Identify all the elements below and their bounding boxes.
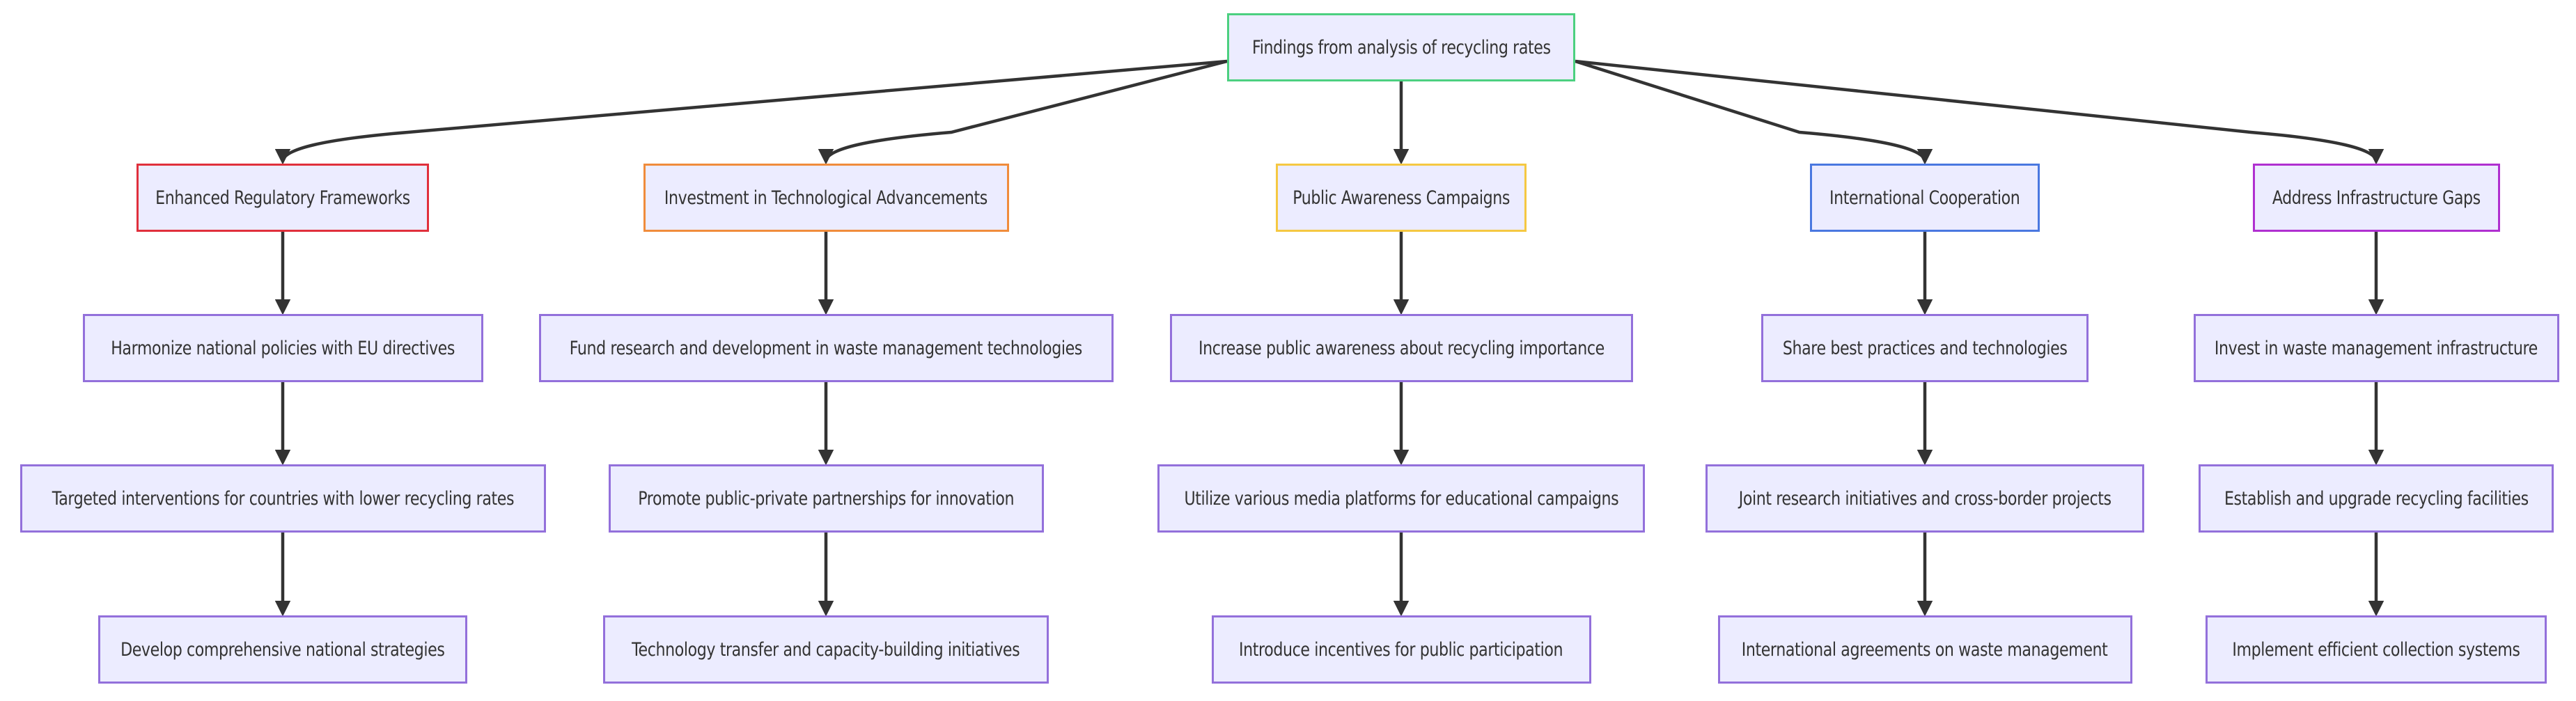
- root-node-label: Findings from analysis of recycling rate…: [1251, 36, 1551, 58]
- step-node: Share best practices and technologies: [1761, 314, 2089, 382]
- step-label: Targeted interventions for countries wit…: [52, 487, 514, 510]
- edge-arrow: [818, 59, 1228, 165]
- step-node: Targeted interventions for countries wit…: [19, 464, 546, 533]
- step-label: Utilize various media platforms for educ…: [1184, 487, 1618, 510]
- branch-label: Public Awareness Campaigns: [1293, 187, 1510, 209]
- step-label: Invest in waste management infrastructur…: [2215, 337, 2538, 359]
- step-node: Technology transfer and capacity-buildin…: [603, 615, 1049, 684]
- step-node: International agreements on waste manage…: [1717, 615, 2132, 684]
- step-label: Promote public-private partnerships for …: [638, 487, 1014, 510]
- step-node: Utilize various media platforms for educ…: [1157, 464, 1645, 533]
- branch-label: Investment in Technological Advancements: [664, 187, 988, 209]
- step-node: Implement efficient collection systems: [2206, 615, 2547, 684]
- step-label: Establish and upgrade recycling faciliti…: [2224, 487, 2529, 510]
- branch-label: Address Infrastructure Gaps: [2272, 187, 2481, 209]
- step-label: Share best practices and technologies: [1782, 337, 2068, 359]
- step-node: Joint research initiatives and cross-bor…: [1705, 464, 2144, 533]
- branch-regulatory-frameworks: Enhanced Regulatory Frameworks: [136, 164, 429, 232]
- step-label: Develop comprehensive national strategie…: [120, 638, 445, 661]
- step-label: Fund research and development in waste m…: [569, 337, 1083, 359]
- step-node: Introduce incentives for public particip…: [1211, 615, 1591, 684]
- step-label: Harmonize national policies with EU dire…: [111, 337, 455, 359]
- branch-technological-advancements: Investment in Technological Advancements: [643, 164, 1009, 232]
- branch-international-cooperation: International Cooperation: [1810, 164, 2040, 232]
- step-node: Increase public awareness about recyclin…: [1169, 314, 1633, 382]
- step-node: Invest in waste management infrastructur…: [2193, 314, 2559, 382]
- step-label: Increase public awareness about recyclin…: [1198, 337, 1605, 359]
- step-node: Develop comprehensive national strategie…: [98, 615, 467, 684]
- step-label: Joint research initiatives and cross-bor…: [1738, 487, 2111, 510]
- branch-label: International Cooperation: [1829, 187, 2020, 209]
- branch-public-awareness: Public Awareness Campaigns: [1276, 164, 1527, 232]
- step-label: Technology transfer and capacity-buildin…: [632, 638, 1020, 661]
- step-node: Harmonize national policies with EU dire…: [82, 314, 483, 382]
- step-label: International agreements on waste manage…: [1742, 638, 2108, 661]
- edge-arrow: [1575, 59, 1933, 165]
- step-node: Fund research and development in waste m…: [538, 314, 1114, 382]
- edge-arrow: [274, 59, 1228, 165]
- step-node: Promote public-private partnerships for …: [608, 464, 1044, 533]
- branch-label: Enhanced Regulatory Frameworks: [155, 187, 410, 209]
- step-node: Establish and upgrade recycling faciliti…: [2199, 464, 2554, 533]
- branch-infrastructure-gaps: Address Infrastructure Gaps: [2252, 164, 2500, 232]
- step-label: Introduce incentives for public particip…: [1239, 638, 1563, 661]
- root-node: Findings from analysis of recycling rate…: [1227, 13, 1575, 81]
- step-label: Implement efficient collection systems: [2232, 638, 2520, 661]
- edge-arrow: [1575, 59, 2384, 165]
